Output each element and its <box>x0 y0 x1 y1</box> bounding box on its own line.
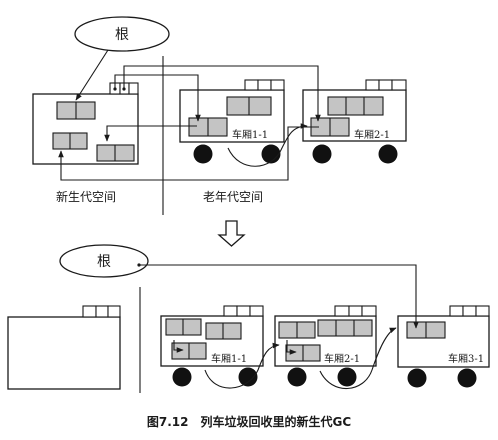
top-references <box>58 49 321 181</box>
top-car21-object-a <box>327 96 384 116</box>
top-car11-to-car21-curve <box>227 123 308 167</box>
figure-caption: 图7.12 列车垃圾回收里的新生代GC <box>147 414 351 429</box>
bottom-car21-label: 车厢2-1 <box>324 352 360 365</box>
top-car21-wheel-left <box>312 144 332 164</box>
top-car11-wheel-right <box>261 144 281 164</box>
bottom-car21-wheel-right <box>337 367 357 387</box>
bottom-car11-label: 车厢1-1 <box>211 352 247 365</box>
bottom-car11-wheel-left <box>172 367 192 387</box>
bottom-root-node: 根 <box>59 244 149 278</box>
top-root-to-young-arrow <box>75 49 109 101</box>
top-car21-label: 车厢2-1 <box>354 128 390 141</box>
bottom-car31-label: 车厢3-1 <box>448 352 484 365</box>
old-area-label: 老年代空间 <box>203 190 263 204</box>
top-young-generation <box>32 82 139 165</box>
bottom-car11-inner-arrow <box>173 340 184 353</box>
bottom-young-generation <box>7 305 121 390</box>
bottom-references <box>137 263 419 390</box>
top-panel: 根 车厢1-1 <box>32 16 407 215</box>
top-car21-wheel-right <box>378 144 398 164</box>
top-car-1-1: 车厢1-1 <box>179 79 285 164</box>
bottom-car21-wheel-left <box>287 367 307 387</box>
bottom-panel: 根 车厢1-1 <box>7 244 490 393</box>
top-remembered-set-to-car11-arrow <box>114 74 201 122</box>
bottom-car-3-1: 车厢3-1 <box>397 305 490 388</box>
bottom-car-1-1: 车厢1-1 <box>160 305 264 387</box>
bottom-car-2-1: 车厢2-1 <box>274 305 377 387</box>
down-arrow-icon <box>217 220 246 247</box>
bottom-root-to-car31-arrow <box>139 264 419 329</box>
top-root-label: 根 <box>115 27 129 43</box>
top-root-node: 根 <box>74 16 170 52</box>
young-area-label: 新生代空间 <box>56 189 116 204</box>
bottom-car21-to-car31-curve <box>319 327 397 390</box>
top-car11-label: 车厢1-1 <box>232 128 268 141</box>
bottom-car31-wheel-right <box>457 368 477 388</box>
bottom-car11-to-car21-curve <box>204 342 280 389</box>
top-car11-wheel-left <box>193 144 213 164</box>
bottom-car21-object-b <box>317 319 373 337</box>
bottom-car11-wheel-right <box>238 367 258 387</box>
top-remembered-set-to-car21-arrow <box>123 65 321 122</box>
top-car11-to-young-arrow <box>104 125 197 142</box>
bottom-root-label: 根 <box>97 254 111 270</box>
bottom-car31-wheel-left <box>407 368 427 388</box>
bottom-car21-inner-arrow <box>286 340 297 355</box>
